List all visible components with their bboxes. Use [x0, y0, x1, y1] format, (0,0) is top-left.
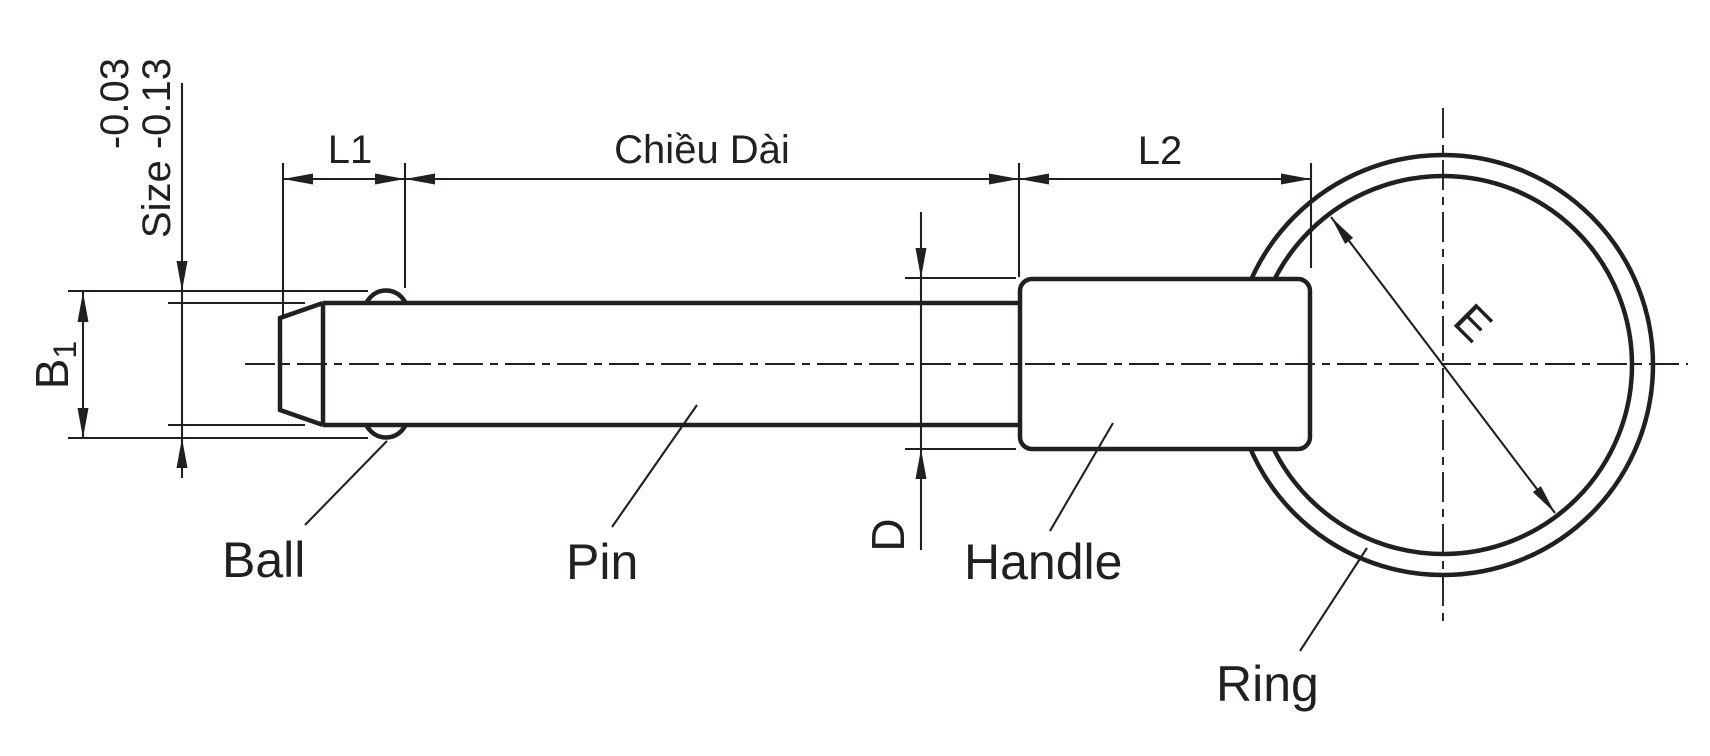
arrow-l1-left — [283, 173, 313, 185]
arrow-e-upper — [1331, 217, 1354, 244]
l1-dim-label: L1 — [328, 128, 373, 172]
size-tolerance-label: -0.03 Size -0.13 — [93, 58, 179, 238]
arrow-b1-down — [77, 408, 89, 438]
leader-pin — [611, 404, 698, 528]
b1-main: B — [26, 359, 78, 390]
pin-label: Pin — [566, 534, 638, 590]
leader-handle — [1049, 422, 1114, 532]
arrow-length-right — [989, 173, 1019, 185]
arrow-e-lower — [1532, 486, 1555, 513]
top-dimension-chain — [281, 163, 1313, 316]
arrow-length-left — [405, 173, 435, 185]
ring-label: Ring — [1216, 656, 1319, 712]
d-dim-label: D — [862, 518, 914, 551]
e-dim-label: E — [1444, 293, 1502, 351]
size-tolerance-lower: Size -0.13 — [135, 58, 179, 238]
arrow-b1-up — [77, 292, 89, 322]
b1-dimension — [68, 289, 368, 440]
arrow-size-down — [176, 261, 188, 291]
pin-tip-chamfer — [277, 300, 324, 428]
b1-sub: 1 — [47, 341, 83, 359]
leader-ring — [1299, 547, 1368, 652]
b1-dim-label: B1 — [26, 341, 83, 389]
arrow-l2-right — [1281, 173, 1311, 185]
handle-label: Handle — [964, 534, 1122, 590]
e-dim-line — [1330, 216, 1556, 514]
arrow-l2-left — [1019, 173, 1049, 185]
ball-label: Ball — [222, 532, 305, 588]
l2-dim-label: L2 — [1138, 129, 1183, 173]
d-dimension — [905, 212, 1016, 550]
length-dim-label: Chiều Dài — [614, 128, 790, 172]
e-dimension — [1330, 216, 1556, 514]
arrow-size-up — [176, 438, 188, 468]
size-dimension — [168, 83, 305, 478]
leader-ball — [304, 440, 388, 526]
arrow-d-down — [915, 248, 927, 278]
arrow-d-up — [915, 449, 927, 479]
arrow-l1-right — [375, 173, 405, 185]
size-tolerance-upper: -0.03 — [93, 58, 137, 149]
